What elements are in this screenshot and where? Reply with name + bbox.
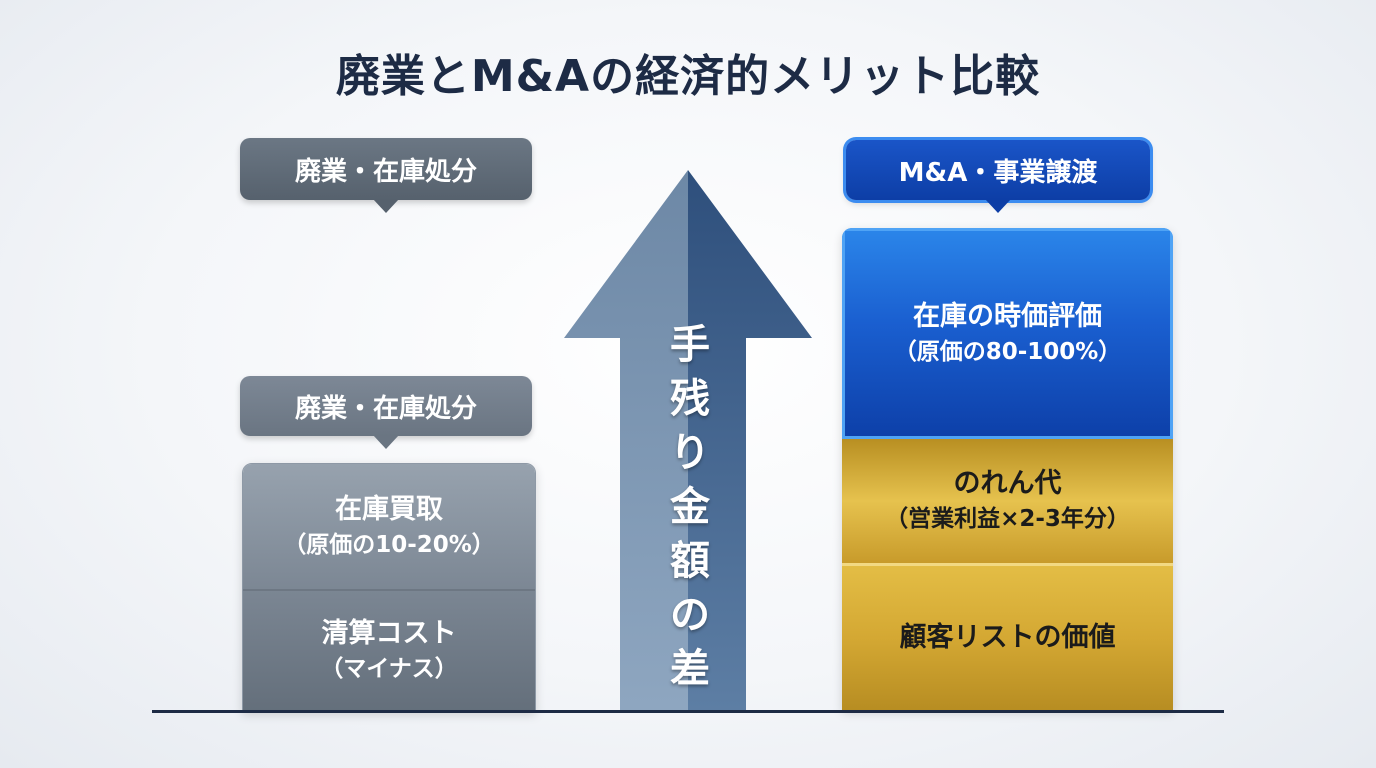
left-mid-callout-label: 廃業・在庫処分 bbox=[294, 393, 477, 424]
left-block-1-main: 在庫買取 bbox=[335, 493, 443, 525]
right-block-customer-list: 顧客リストの価値 bbox=[842, 566, 1173, 710]
right-callout-label: M&A・事業譲渡 bbox=[898, 157, 1098, 188]
left-block-liquidation-cost: 清算コスト （マイナス） bbox=[243, 591, 535, 711]
left-top-callout-label: 廃業・在庫処分 bbox=[294, 156, 477, 187]
right-block-goodwill: のれん代 （営業利益×2-3年分） bbox=[842, 439, 1173, 566]
left-block-1-sub: （原価の10-20%） bbox=[283, 531, 495, 558]
right-block-3-main: 顧客リストの価値 bbox=[899, 622, 1116, 653]
page-title: 廃業とM&Aの経済的メリット比較 bbox=[335, 51, 1041, 102]
left-mid-callout: 廃業・在庫処分 bbox=[240, 376, 532, 449]
right-block-1-main: 在庫の時価評価 bbox=[913, 300, 1102, 332]
up-arrow bbox=[564, 170, 812, 710]
right-callout: M&A・事業譲渡 bbox=[846, 140, 1150, 213]
left-block-inventory-purchase: 在庫買取 （原価の10-20%） bbox=[243, 464, 535, 591]
up-arrow-left-face bbox=[564, 170, 688, 710]
left-top-callout: 廃業・在庫処分 bbox=[240, 138, 532, 213]
arrow-label: 手残り金額の差 bbox=[670, 322, 710, 692]
baseline bbox=[152, 710, 1224, 713]
left-block-2-main: 清算コスト bbox=[321, 618, 457, 649]
right-block-inventory-valuation: 在庫の時価評価 （原価の80-100%） bbox=[842, 228, 1173, 439]
right-block-2-main: のれん代 bbox=[953, 468, 1062, 499]
up-arrow-right-face bbox=[688, 170, 812, 710]
right-stack: 在庫の時価評価 （原価の80-100%） のれん代 （営業利益×2-3年分） 顧… bbox=[842, 228, 1173, 710]
left-block-2-sub: （マイナス） bbox=[320, 656, 458, 682]
right-block-1-sub: （原価の80-100%） bbox=[893, 338, 1122, 365]
left-stack: 在庫買取 （原価の10-20%） 清算コスト （マイナス） bbox=[242, 463, 536, 712]
right-block-2-sub: （営業利益×2-3年分） bbox=[885, 506, 1130, 532]
